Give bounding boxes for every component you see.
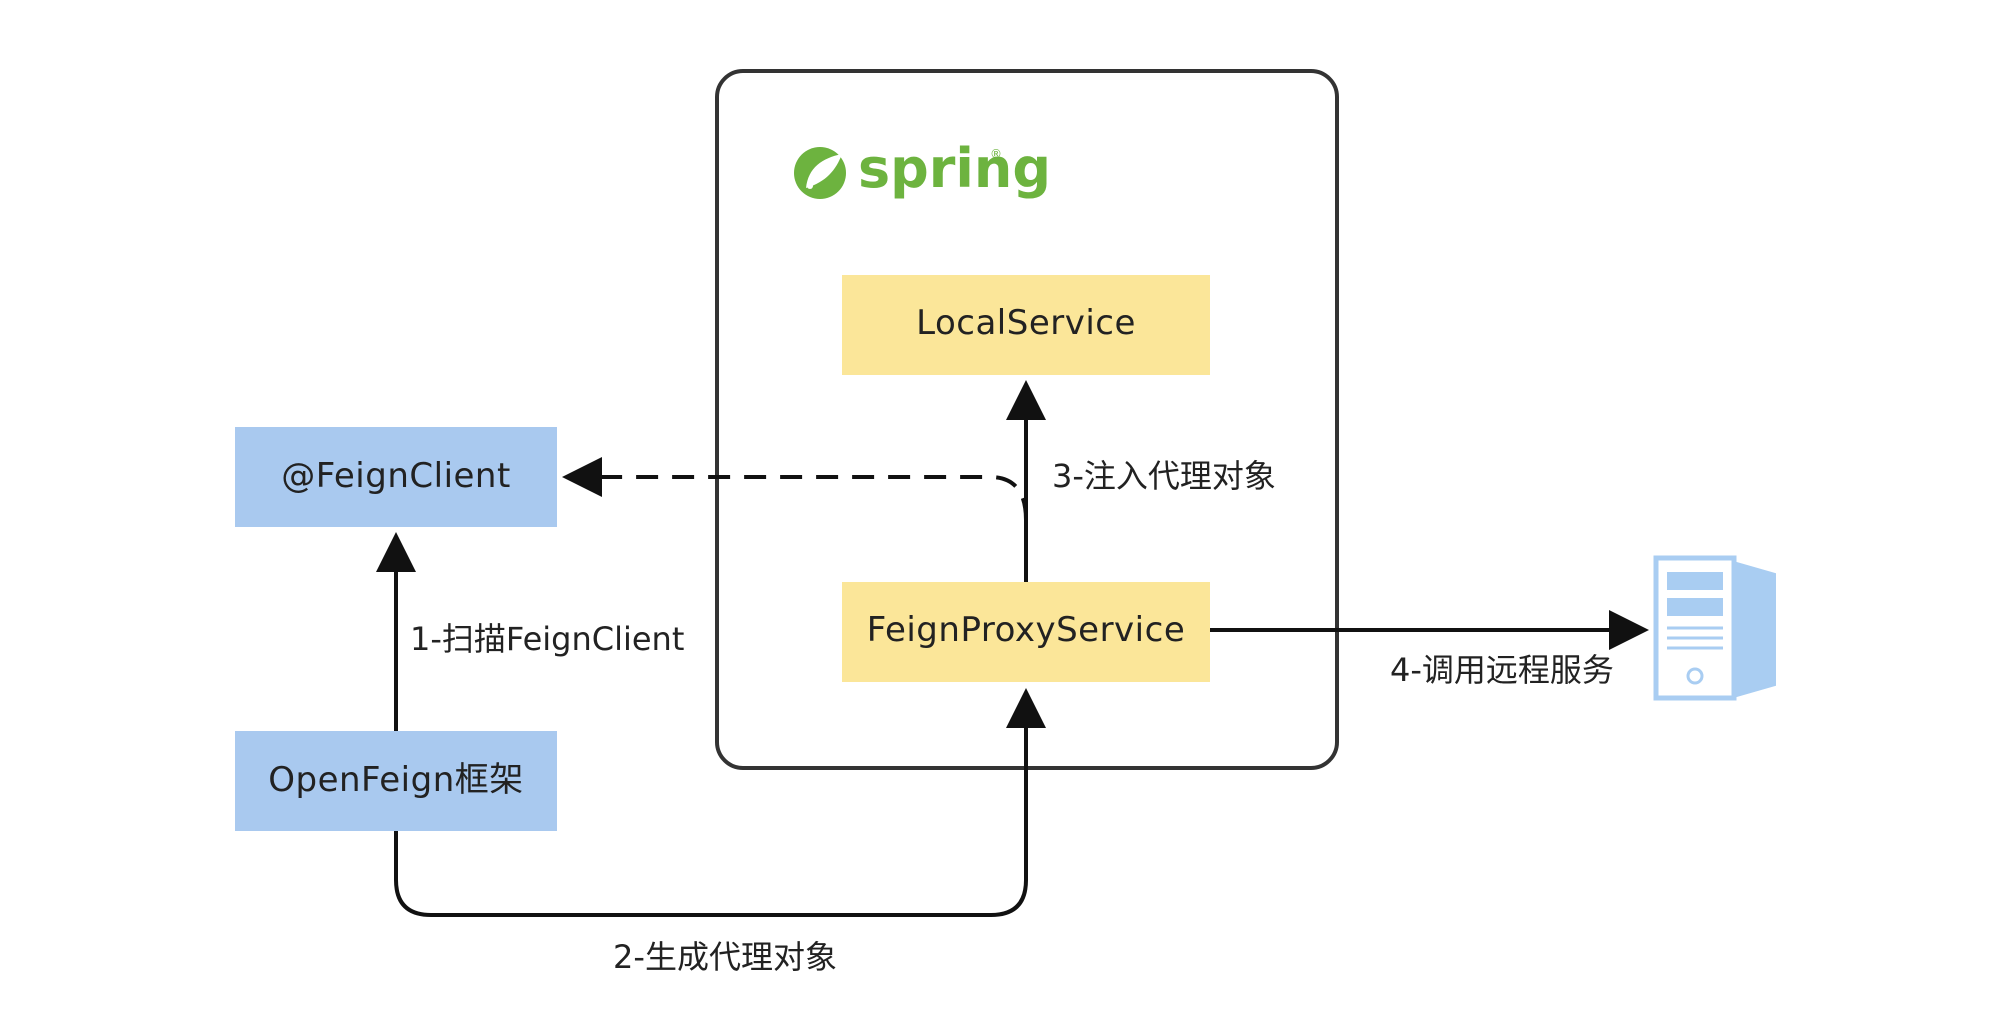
node-openfeign: OpenFeign框架: [235, 731, 557, 831]
edge-scan-feignclient: 1-扫描FeignClient: [376, 532, 684, 731]
edge-label-step1: 1-扫描FeignClient: [410, 620, 684, 658]
spring-leaf-icon: [794, 147, 846, 199]
openfeign-label: OpenFeign框架: [268, 760, 524, 800]
edge-label-step4: 4-调用远程服务: [1390, 651, 1614, 689]
edge-dashed-reference: [562, 457, 1028, 521]
svg-text:®: ®: [990, 147, 1002, 161]
node-local-service: LocalService: [842, 275, 1210, 375]
feign-proxy-service-label: FeignProxyService: [867, 610, 1185, 650]
edge-label-step2: 2-生成代理对象: [613, 938, 837, 976]
feign-client-label: @FeignClient: [281, 456, 511, 496]
spring-logo-text: spring: [858, 137, 1051, 200]
spring-logo: spring ®: [794, 137, 1051, 200]
server-icon: [1653, 555, 1776, 701]
edge-call-remote: 4-调用远程服务: [1210, 610, 1649, 689]
edge-generate-proxy: 2-生成代理对象: [394, 688, 1046, 976]
edge-inject-proxy: 3-注入代理对象: [1006, 380, 1276, 582]
node-feign-client: @FeignClient: [235, 427, 557, 527]
edge-label-step3: 3-注入代理对象: [1052, 457, 1276, 495]
local-service-label: LocalService: [916, 303, 1136, 343]
node-feign-proxy-service: FeignProxyService: [842, 582, 1210, 682]
